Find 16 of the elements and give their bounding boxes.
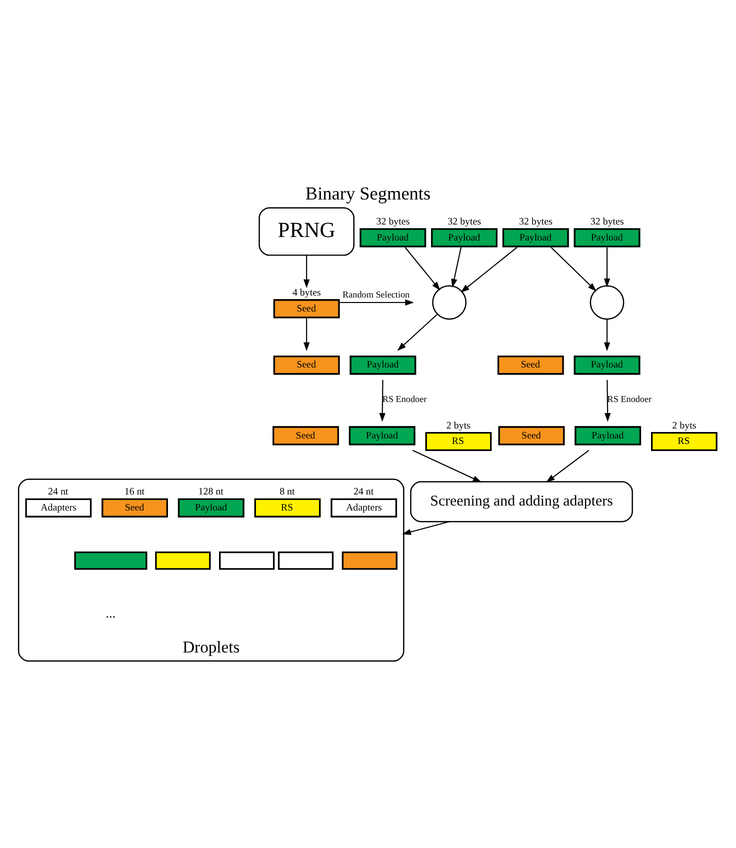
- node-label: 32 bytes: [448, 216, 482, 228]
- node-label: 32 bytes: [376, 216, 410, 228]
- node-label: 8 nt: [280, 486, 295, 498]
- node-label: 128 nt: [198, 486, 224, 498]
- diagram-title: Binary Segments: [305, 182, 431, 203]
- node-label: 2 byts: [672, 420, 696, 431]
- node-label: 2 byts: [446, 420, 470, 431]
- node-label: 32 bytes: [590, 216, 624, 228]
- node-label: 32 bytes: [519, 216, 552, 228]
- edge-label: RS Enodoer: [382, 393, 427, 404]
- label: ...: [106, 605, 116, 620]
- node-label: 24 nt: [353, 486, 374, 498]
- node-label: 4 bytes: [292, 287, 321, 298]
- node-label: 24 nt: [48, 486, 68, 498]
- node-label: 16 nt: [124, 486, 145, 498]
- edge-label: Random Selection: [342, 288, 410, 299]
